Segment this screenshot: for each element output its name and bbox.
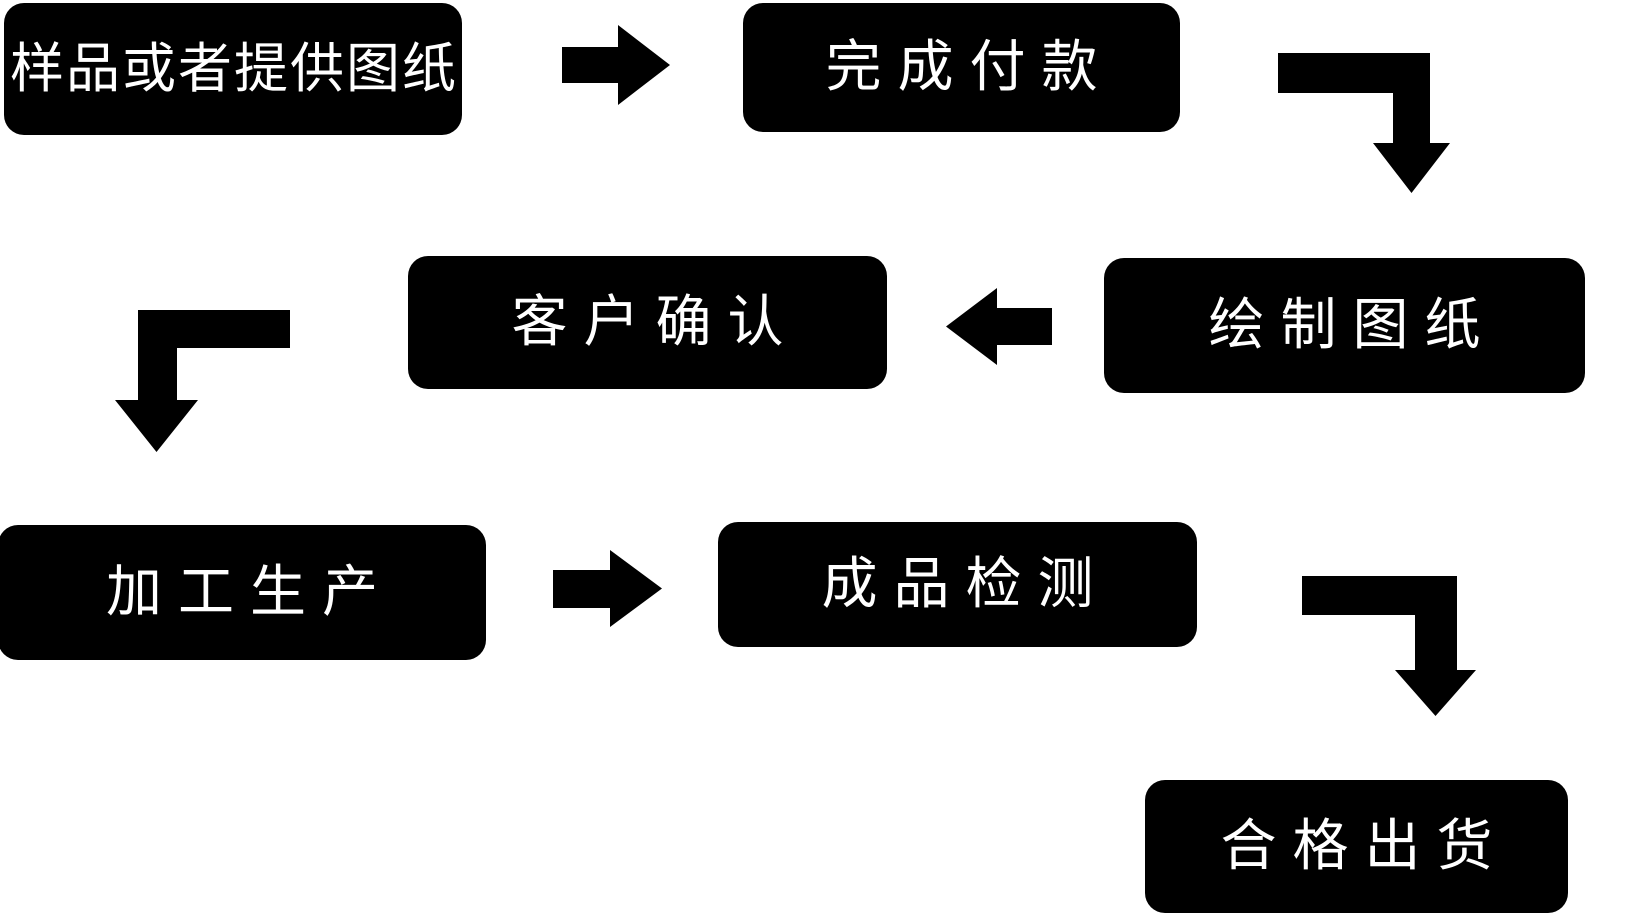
node-label: 成品检测 — [821, 551, 1110, 617]
node-qualified-shipment: 合格出货 — [1145, 780, 1568, 913]
arrow-right-icon — [553, 550, 662, 627]
elbow-arrow-left-down-icon — [115, 310, 290, 452]
node-finished-product-inspection: 成品检测 — [718, 522, 1197, 647]
node-label: 完成付款 — [825, 34, 1114, 100]
arrow-left-icon — [946, 288, 1052, 365]
node-label: 样品或者提供图纸 — [10, 37, 458, 100]
node-draw-drawings: 绘制图纸 — [1104, 258, 1585, 393]
elbow-arrow-right-down-icon — [1302, 576, 1476, 716]
node-label: 合格出货 — [1220, 813, 1509, 879]
node-label: 加工生产 — [106, 559, 394, 625]
elbow-arrow-right-down-icon — [1278, 53, 1450, 193]
node-processing-production: 加工生产 — [0, 525, 486, 660]
node-label: 绘制图纸 — [1208, 292, 1497, 358]
node-sample-or-provide-drawings: 样品或者提供图纸 — [4, 3, 462, 135]
node-complete-payment: 完成付款 — [743, 3, 1180, 132]
arrow-right-icon — [562, 25, 670, 105]
node-label: 客户确认 — [511, 289, 800, 355]
node-customer-confirmation: 客户确认 — [408, 256, 887, 389]
